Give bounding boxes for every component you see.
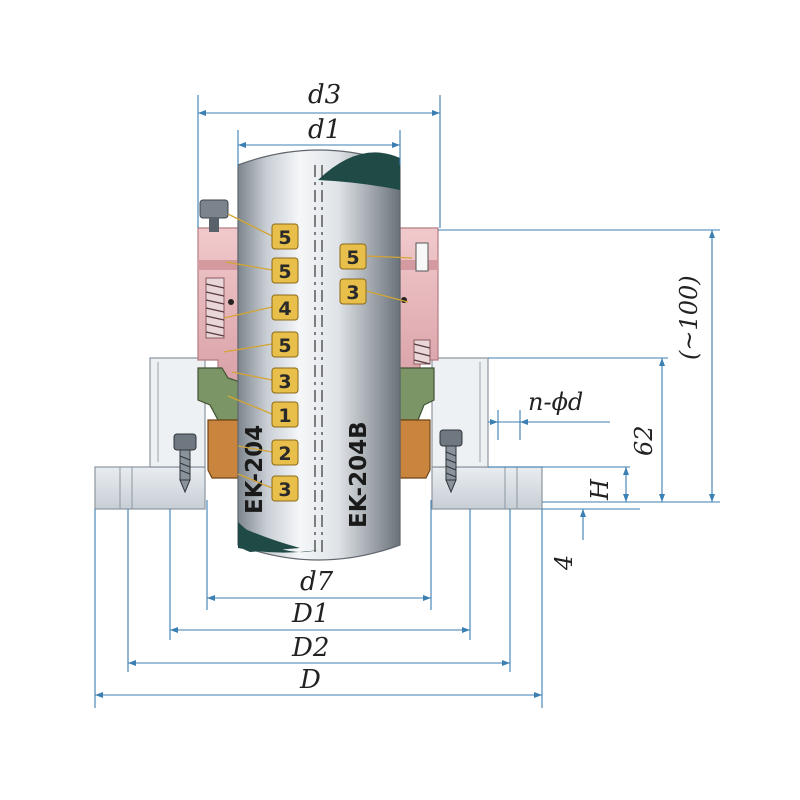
dim-label-4: 4 [550,555,578,571]
dim-label-62: 62 [630,425,658,456]
svg-text:1: 1 [278,405,291,427]
spring-icon [205,277,225,339]
dim-label-H: H [586,478,614,501]
bolt-icon [173,433,197,494]
dim-label-D1: D1 [291,599,329,629]
part-badge: 5 [271,331,299,358]
part-badge: 3 [339,278,367,305]
svg-text:5: 5 [346,247,359,269]
badges-right: 5 3 [339,243,413,305]
part-badge: 5 [339,243,367,270]
dim-label-n-phid: n-ϕd [528,388,583,416]
dim-label-d7: d7 [300,567,334,597]
stationary-seat-left [207,419,241,479]
set-screw-icon [415,242,429,272]
svg-text:5: 5 [278,227,291,249]
svg-text:3: 3 [278,371,291,393]
dim-label-d3: d3 [308,80,341,110]
dim-label-D2: D2 [291,633,329,663]
part-badge: 3 [271,367,299,394]
svg-text:5: 5 [278,261,291,283]
svg-text:2: 2 [278,443,291,465]
spring-icon [413,339,431,365]
arrowheads [95,110,715,698]
dim-label-d1: d1 [308,115,341,145]
shaft-cut-top [318,152,400,190]
dim-label-D: D [299,665,321,695]
svg-text:3: 3 [278,479,291,501]
part-badge: 5 [271,257,299,284]
dimension-lines [94,95,720,708]
stationary-seat-right [399,419,431,479]
svg-text:5: 5 [278,335,291,357]
badges-left: 5 5 4 5 3 1 2 3 [223,213,299,502]
seal-ring-green-right [399,367,435,421]
part-badge: 3 [271,475,299,502]
seal-rings [197,297,435,479]
part-badge: 4 [271,294,299,321]
part-badge: 1 [271,401,299,428]
set-screw-icon [199,199,229,219]
dim-label-approx-100: (~100) [675,275,703,360]
svg-text:3: 3 [346,282,359,304]
bolt-icon [439,429,463,494]
svg-text:4: 4 [278,298,291,320]
part-badge: 2 [271,439,299,466]
model-label-left: EK-204 [242,425,268,514]
part-badge: 5 [271,223,299,250]
model-label-right: EK-204B [346,421,372,528]
